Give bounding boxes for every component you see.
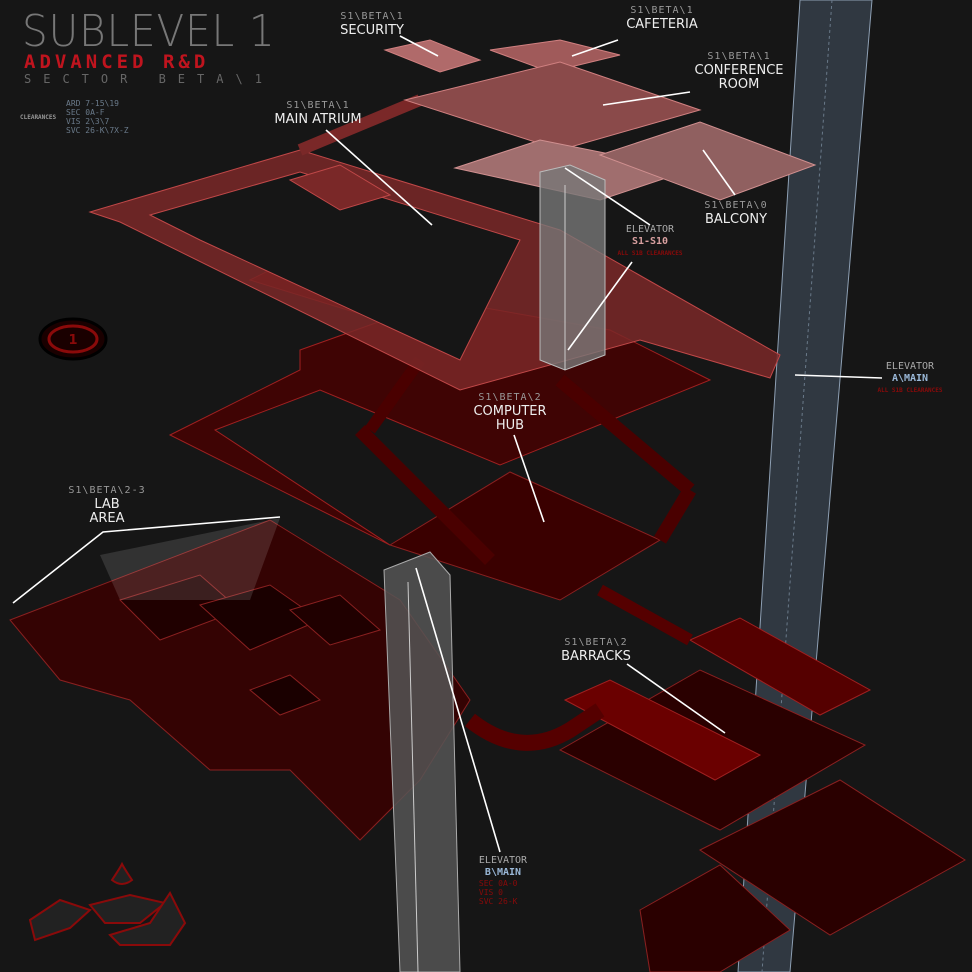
room-code: S1\BETA\0 (704, 200, 768, 211)
room-code: S1\BETA\2 (564, 637, 628, 648)
elevator-note: SEC 0A-0 (478, 879, 518, 888)
lab-highlight (100, 518, 280, 600)
room-name: BARRACKS (561, 649, 631, 664)
ramp (297, 94, 423, 156)
level-badge-icon: 1 (38, 317, 108, 361)
leader-lines (12, 35, 883, 853)
corridor (465, 703, 605, 751)
label-elevator-b-main[interactable]: ELEVATOR B\MAIN SEC 0A-0 VIS 0 SVC 26-K (479, 855, 527, 906)
label-elevator-a-main[interactable]: ELEVATOR A\MAIN ALL S1B CLEARANCES (877, 361, 942, 397)
atrium-room (288, 164, 392, 211)
level-subtitle: ADVANCED R&D (24, 51, 210, 73)
sector-label: SECTOR BETA\1 (24, 72, 274, 86)
room-name: CAFETERIA (626, 17, 698, 32)
room-code: S1\BETA\1 (286, 100, 350, 111)
corridor (653, 486, 697, 544)
lab-room (249, 674, 321, 716)
faction-logo-icon (28, 861, 187, 946)
room-code: S1\BETA\1 (630, 5, 694, 16)
room-name: ROOM (718, 77, 760, 92)
elevator-label: ELEVATOR (885, 361, 935, 372)
clearances-label: CLEARANCES (20, 114, 57, 121)
label-elevator-s1-s10[interactable]: ELEVATOR S1-S10 ALL S1B CLEARANCES (617, 224, 682, 260)
conference-room-floor[interactable] (403, 61, 702, 151)
room-name: COMPUTER (473, 404, 547, 419)
room-name: AREA (89, 511, 125, 526)
barracks-upper[interactable] (688, 617, 872, 716)
room-code: S1\BETA\2-3 (68, 485, 146, 496)
corridor (365, 356, 425, 434)
barracks-annex (639, 864, 791, 972)
corridor (555, 374, 695, 496)
elevator-note: SVC 26-K (478, 897, 518, 906)
room-name: CONFERENCE (694, 63, 784, 78)
room-name: BALCONY (704, 212, 768, 227)
elevator-note: ALL S1B CLEARANCES (877, 387, 943, 394)
cafeteria-floor[interactable] (489, 39, 621, 73)
balcony-floor-east[interactable] (598, 121, 817, 201)
elevator-b-shaft[interactable] (383, 551, 461, 972)
barracks-annex (698, 779, 966, 936)
elevator-name: A\MAIN (891, 373, 929, 384)
corridor (597, 584, 693, 646)
room-code: S1\BETA\1 (340, 11, 404, 22)
lab-room (288, 594, 382, 646)
level-title: SUBLEVEL 1 (22, 6, 276, 57)
svg-text:1: 1 (68, 333, 77, 348)
clearance-item: SVC 26-K\7X-Z (66, 126, 129, 135)
room-name: LAB (94, 497, 120, 512)
elevator-s1-s10-shaft[interactable] (539, 164, 606, 371)
elevator-name: S1-S10 (631, 236, 669, 247)
room-name: SECURITY (340, 23, 404, 38)
clearance-item: SEC 0A-F (66, 108, 105, 117)
clearances-list: ARD 7-15\19 SEC 0A-F VIS 2\3\7 SVC 26-K\… (66, 99, 129, 135)
elevator-a-edge (761, 0, 833, 972)
elevator-note: VIS 0 (478, 888, 504, 897)
room-code: S1\BETA\1 (707, 51, 771, 62)
clearance-item: VIS 2\3\7 (66, 117, 110, 126)
room-name: HUB (495, 418, 525, 433)
elevator-label: ELEVATOR (625, 224, 675, 235)
barracks-hall[interactable] (563, 679, 762, 781)
clearance-item: ARD 7-15\19 (66, 99, 119, 108)
room-code: S1\BETA\2 (478, 392, 542, 403)
elevator-label: ELEVATOR (478, 855, 528, 866)
elevator-note: ALL S1B CLEARANCES (617, 250, 683, 257)
elevator-name: B\MAIN (484, 867, 522, 878)
atrium-inner (148, 171, 521, 361)
security-floor[interactable] (383, 39, 482, 73)
room-name: MAIN ATRIUM (274, 112, 362, 127)
corridor (355, 425, 495, 565)
elevator-edge (407, 581, 419, 972)
